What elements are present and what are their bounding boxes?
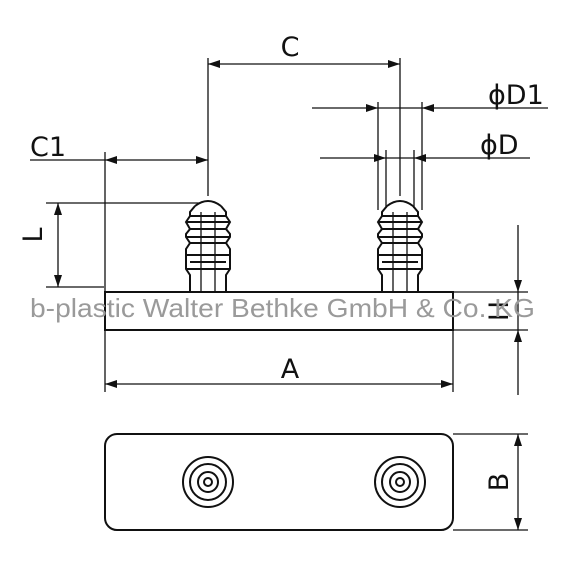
dimension-l: L (18, 202, 200, 288)
top-view: B (104, 433, 528, 531)
dimension-b: B (453, 433, 528, 531)
right-boss (374, 456, 426, 508)
base-plate (104, 291, 454, 331)
label-a: A (281, 354, 300, 385)
dimension-h: H (453, 225, 528, 395)
label-c: C (281, 32, 300, 63)
label-d1: ϕD1 (488, 80, 544, 111)
dimension-a: A (104, 330, 454, 392)
label-l: L (18, 227, 49, 242)
dimension-c1: C1 (30, 132, 208, 292)
side-view: C C1 ϕD1 ϕD (18, 32, 548, 395)
label-b: B (484, 473, 515, 492)
label-d: ϕD (480, 130, 519, 161)
watermark: b-plastic Walter Bethke GmbH & Co. KG (30, 293, 535, 323)
plate-outline (104, 433, 454, 531)
label-c1: C1 (30, 132, 66, 163)
left-boss (182, 456, 234, 508)
dimension-d: ϕD (320, 130, 530, 208)
label-h: H (484, 301, 515, 321)
dimension-c: C (207, 32, 401, 196)
right-pin (376, 200, 424, 292)
left-pin (184, 200, 232, 292)
